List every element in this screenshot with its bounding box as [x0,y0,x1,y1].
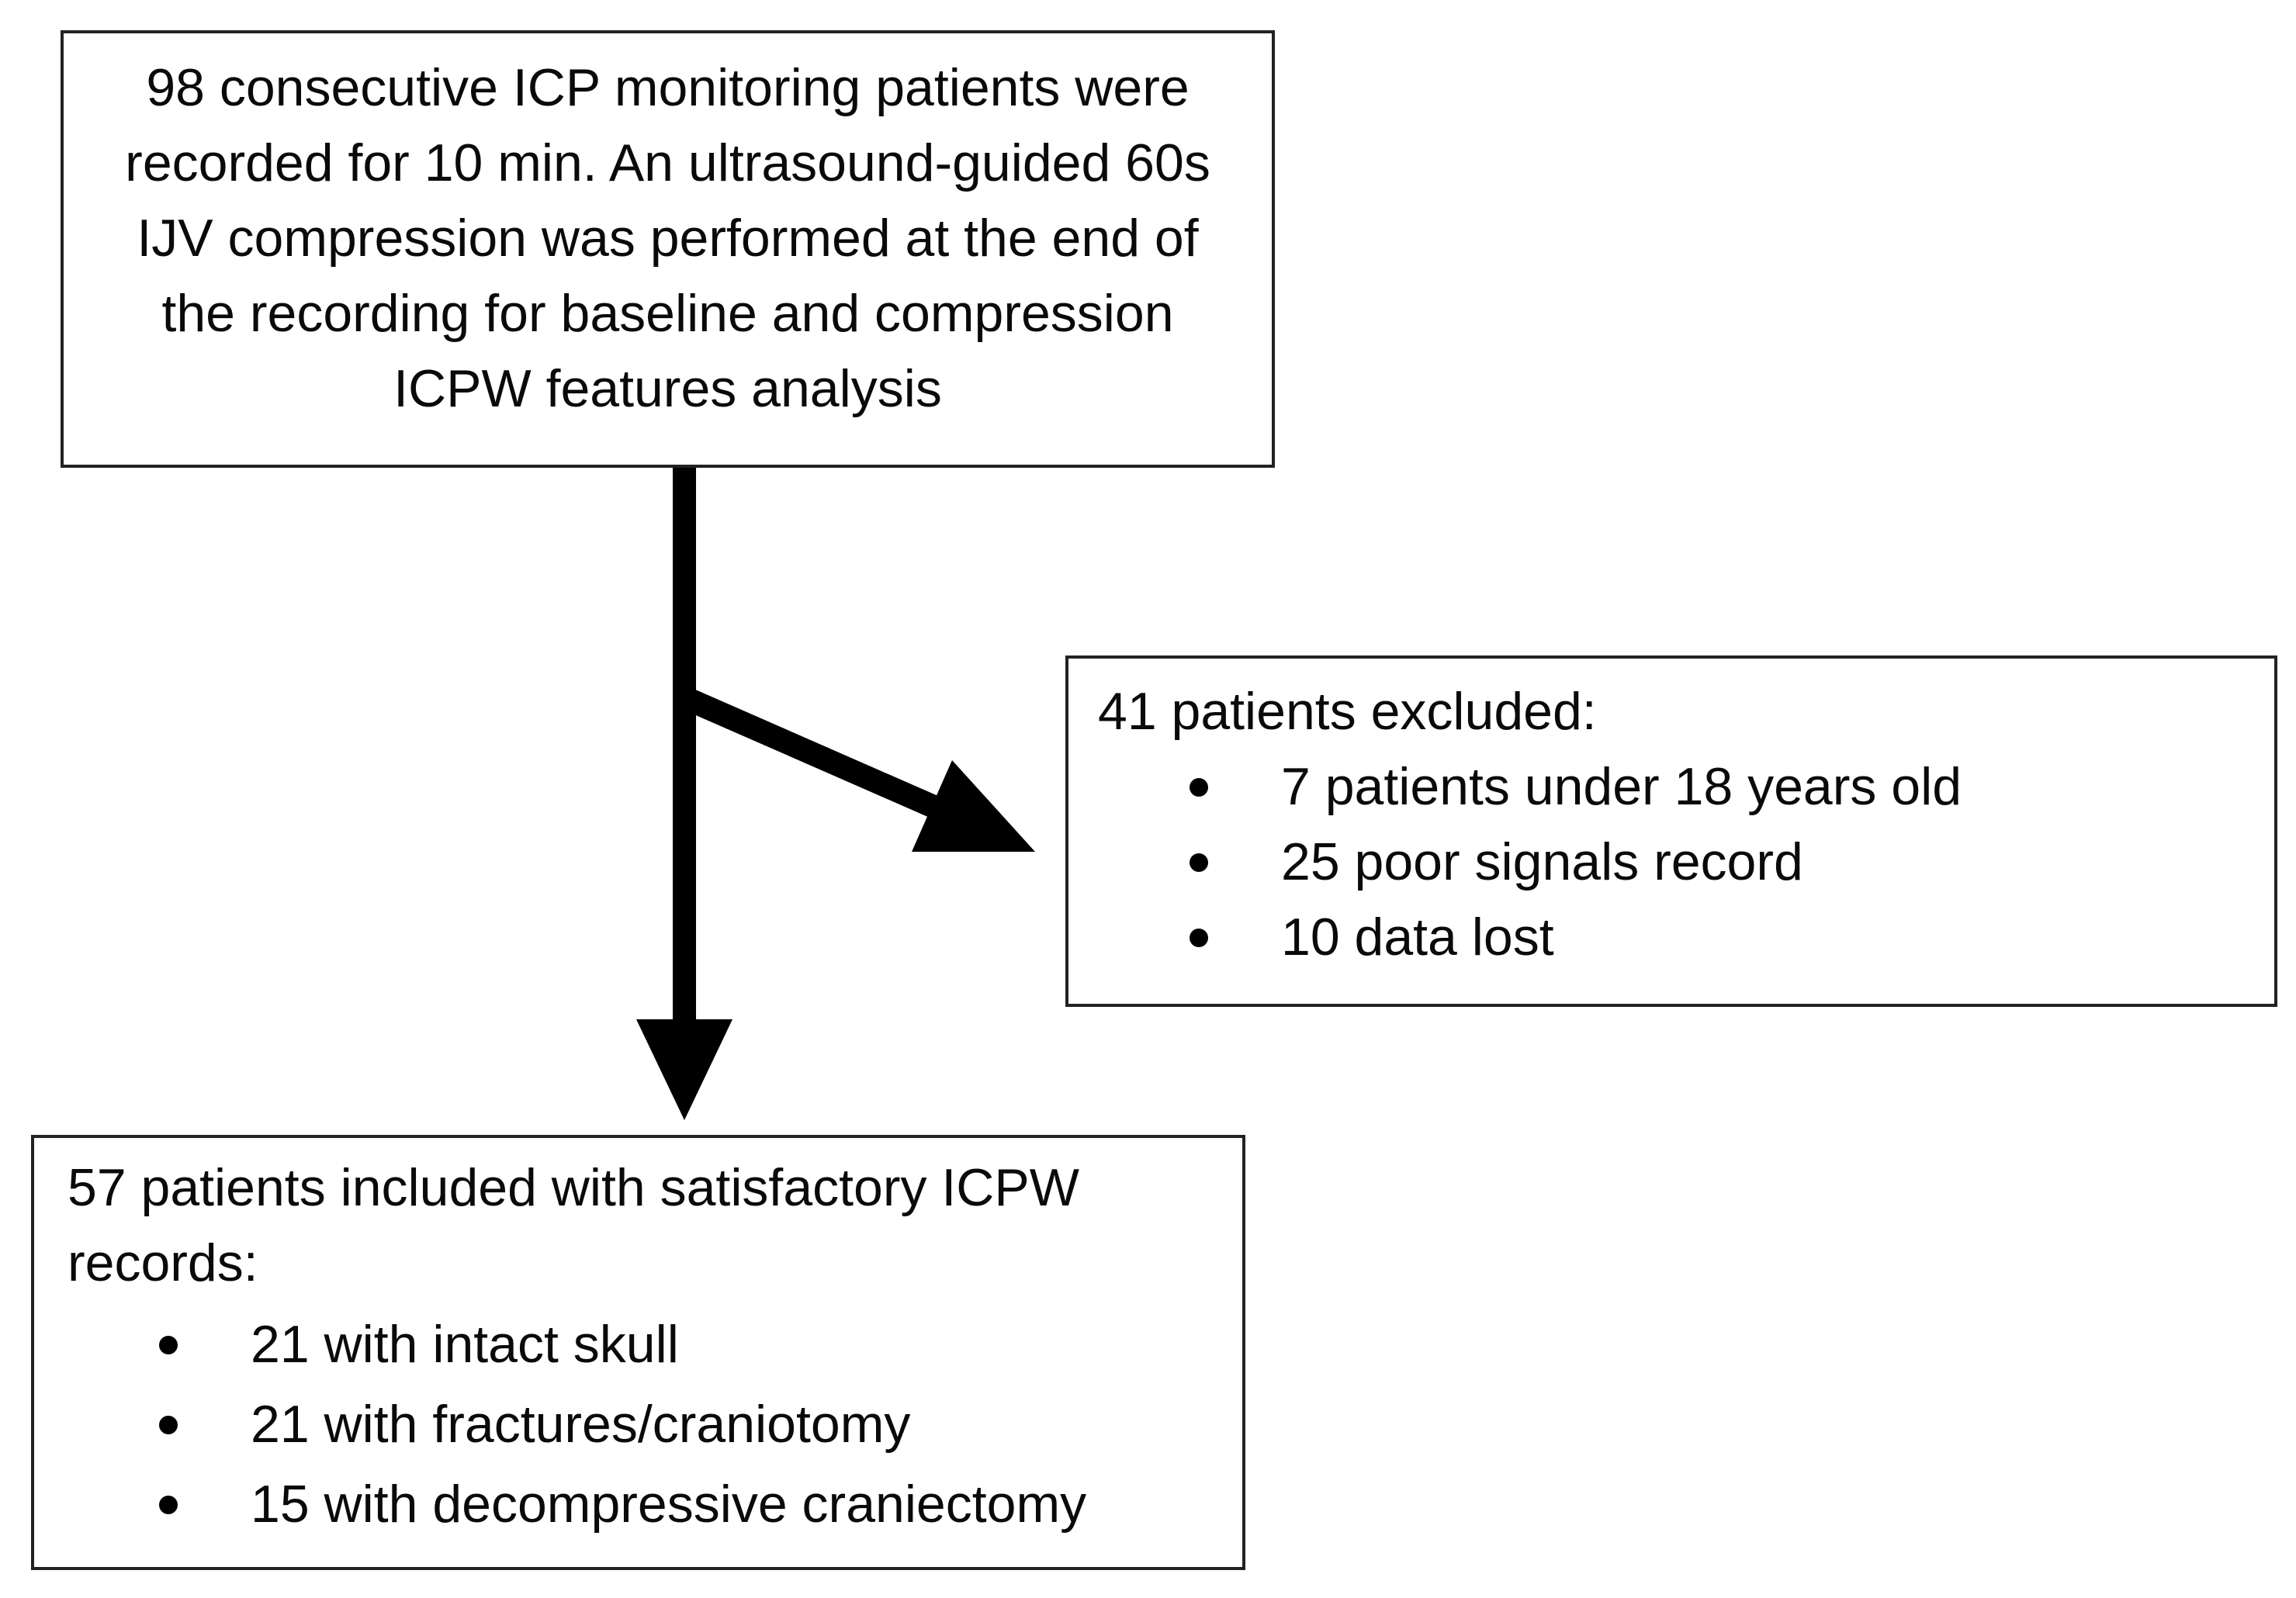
arrow-down-icon [636,464,732,1120]
bullet-text: 7 patients under 18 years old [1281,757,1962,816]
included-bullet-item: 15 with decompressive craniectomy [68,1467,1219,1542]
included-bullet-item: 21 with fractures/craniotomy [68,1387,1219,1462]
excluded-bullet-item: 10 data lost [1098,900,2251,975]
bullet-dot-icon [1190,928,1208,947]
included-heading: 57 patients included with satisfactory I… [68,1158,1079,1292]
included-bullet-list: 21 with intact skull 21 with fractures/c… [68,1307,1219,1542]
bullet-dot-icon [159,1335,178,1354]
bullet-dot-icon [1190,853,1208,872]
bullet-text: 15 with decompressive craniectomy [251,1475,1087,1534]
included-bullet-item: 21 with intact skull [68,1307,1219,1382]
arrow-branch-icon [680,687,1035,852]
bullet-text: 10 data lost [1281,908,1554,967]
excluded-bullet-item: 25 poor signals record [1098,825,2251,900]
bullet-dot-icon [159,1415,178,1434]
excluded-heading: 41 patients excluded: [1098,682,1597,741]
bullet-text: 21 with intact skull [251,1315,679,1374]
box-included-patients: 57 patients included with satisfactory I… [31,1135,1245,1570]
bullet-text: 21 with fractures/craniotomy [251,1395,911,1454]
box-excluded-patients: 41 patients excluded: 7 patients under 1… [1065,655,2277,1007]
excluded-bullet-item: 7 patients under 18 years old [1098,749,2251,825]
initial-cohort-text: 98 consecutive ICP monitoring patients w… [125,58,1210,418]
bullet-text: 25 poor signals record [1281,832,1803,891]
box-initial-cohort: 98 consecutive ICP monitoring patients w… [61,30,1275,468]
bullet-dot-icon [1190,777,1208,797]
bullet-dot-icon [159,1495,178,1514]
excluded-bullet-list: 7 patients under 18 years old 25 poor si… [1098,749,2251,975]
